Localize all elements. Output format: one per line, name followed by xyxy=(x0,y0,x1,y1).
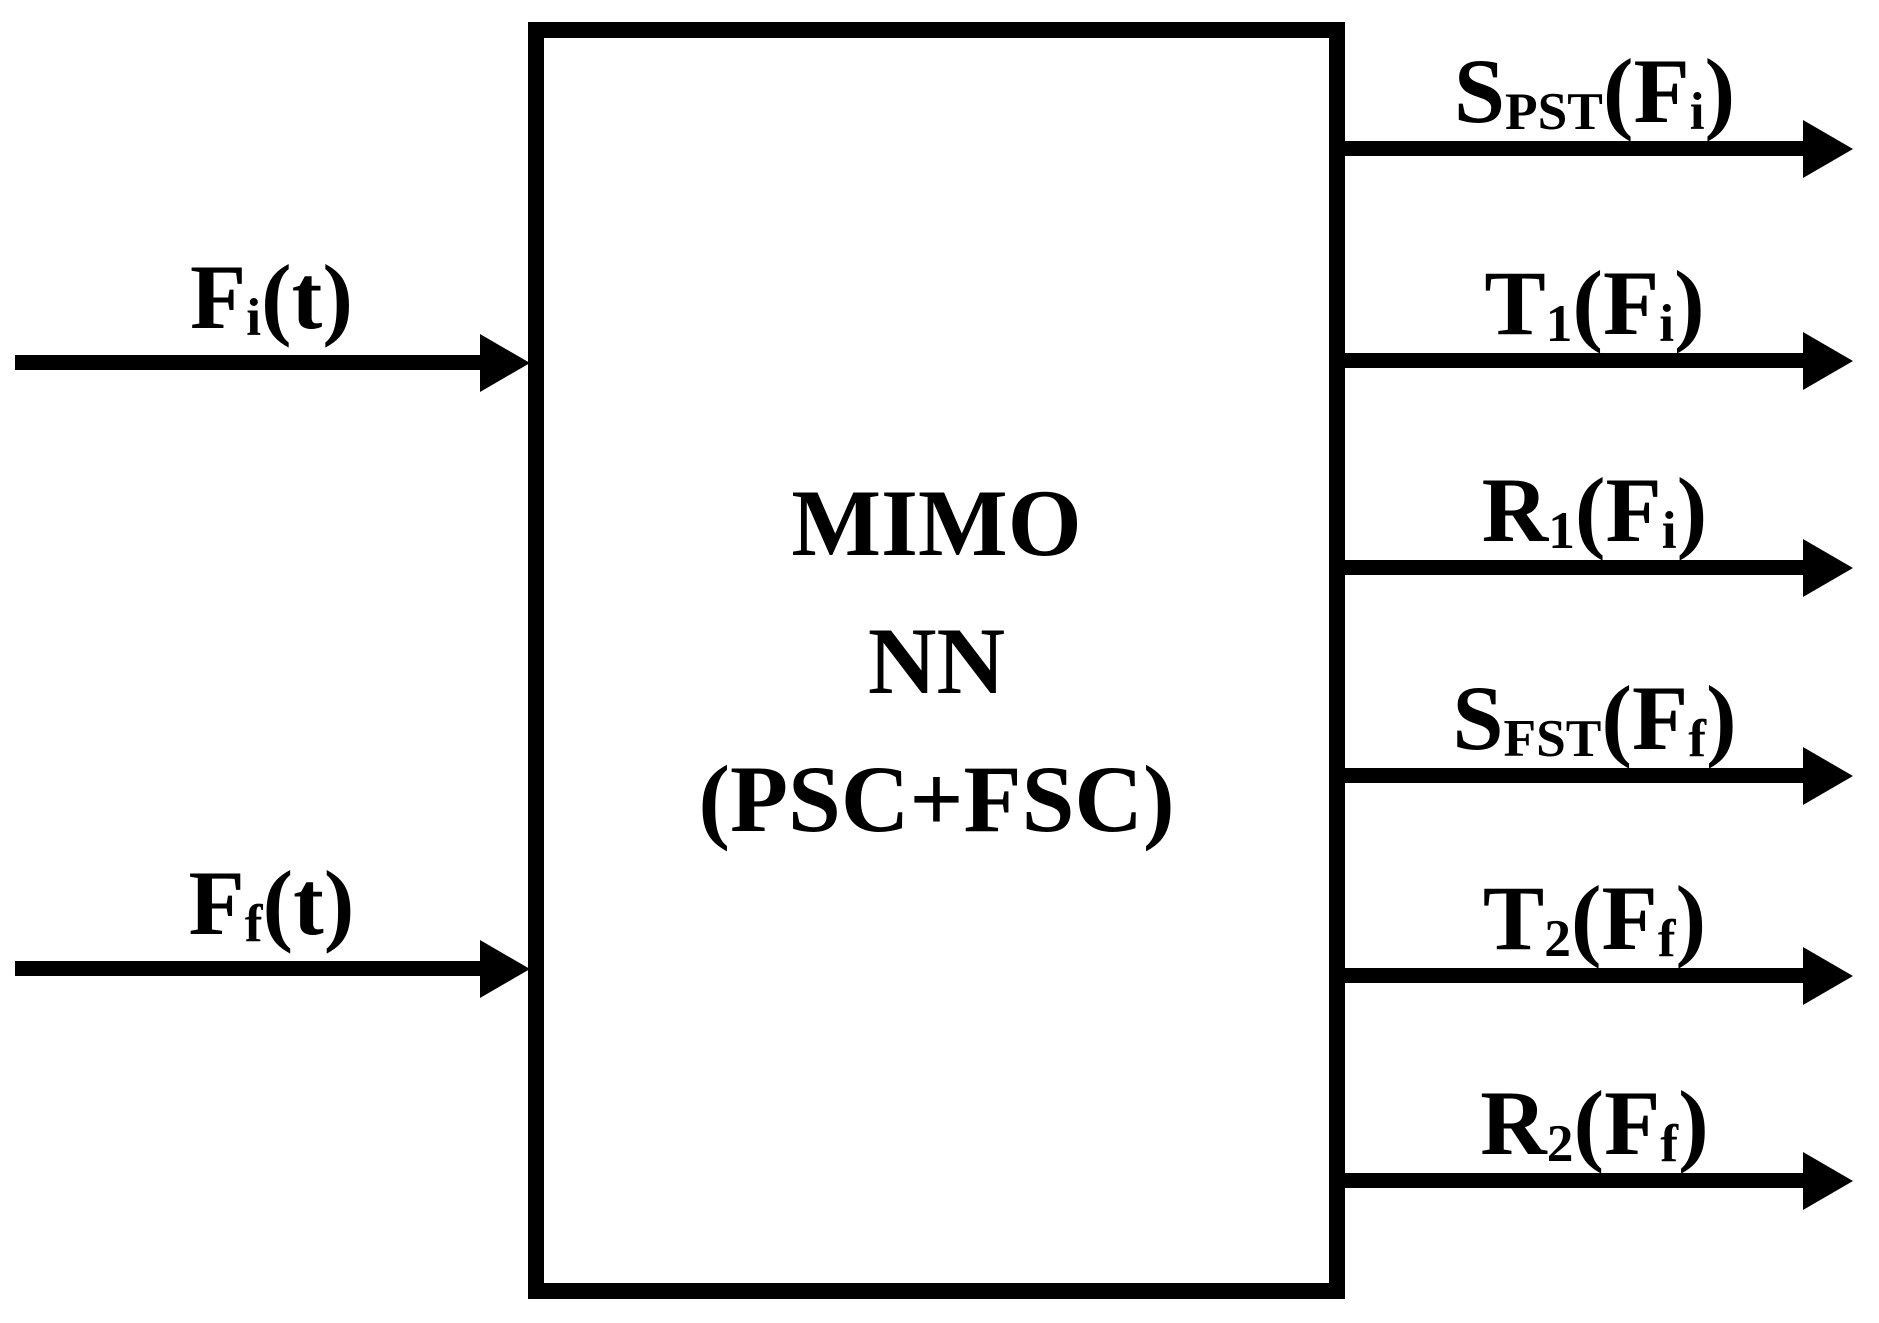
output-sfst-subscript: FST xyxy=(1503,707,1602,768)
output-arrow-spst xyxy=(1332,119,1853,178)
output-r1-subscript: 1 xyxy=(1548,499,1575,560)
output-t1-arg: (F xyxy=(1572,252,1660,354)
output-r1-close: ) xyxy=(1676,459,1708,561)
output-r2-arg-subscript: f xyxy=(1660,1112,1679,1173)
input-ff-subscript: f xyxy=(244,892,263,953)
output-r2-close: ) xyxy=(1678,1072,1709,1174)
block-title-line2: NN xyxy=(867,607,1006,714)
output-spst-arg-subscript: i xyxy=(1689,80,1705,141)
arrowhead-icon xyxy=(480,333,530,392)
output-t2-arg-subscript: f xyxy=(1657,907,1676,968)
output-label-r2: R2(Ff) xyxy=(1336,1073,1853,1173)
output-spst-arg: (F xyxy=(1602,40,1690,142)
output-arrow-t1 xyxy=(1332,331,1853,390)
input-arrow-ff xyxy=(15,939,530,998)
output-label-r1: R1(Fi) xyxy=(1336,460,1853,560)
input-fi-subscript: i xyxy=(246,286,262,347)
output-arrow-r2 xyxy=(1332,1151,1853,1210)
output-r2-arg: (F xyxy=(1573,1072,1661,1174)
input-fi-base: F xyxy=(190,246,247,348)
output-spst-subscript: PST xyxy=(1504,80,1603,141)
arrowhead-icon xyxy=(1803,946,1853,1005)
block-title-line3: (PSC+FSC) xyxy=(698,745,1175,852)
output-sfst-arg-subscript: f xyxy=(1688,707,1707,768)
output-label-t2: T2(Ff) xyxy=(1336,868,1853,968)
output-r2-base: R xyxy=(1480,1072,1547,1174)
arrowhead-icon xyxy=(1803,538,1853,597)
output-arrow-t2 xyxy=(1332,946,1853,1005)
output-sfst-arg: (F xyxy=(1601,667,1689,769)
input-fi-arg: (t) xyxy=(261,246,353,348)
output-r1-arg-subscript: i xyxy=(1661,499,1677,560)
arrowhead-icon xyxy=(480,939,530,998)
output-t2-base: T xyxy=(1482,867,1545,969)
block-title-line1: MIMO xyxy=(791,469,1082,576)
output-t2-close: ) xyxy=(1675,867,1707,969)
output-t1-base: T xyxy=(1484,252,1546,354)
arrowhead-icon xyxy=(1803,746,1853,805)
arrowhead-icon xyxy=(1803,1151,1853,1210)
output-r1-base: R xyxy=(1481,459,1549,561)
output-label-spst: SPST(Fi) xyxy=(1336,41,1853,141)
output-label-sfst: SFST(Ff) xyxy=(1336,668,1853,768)
output-t1-arg-subscript: i xyxy=(1659,292,1675,353)
output-t1-subscript: 1 xyxy=(1545,292,1573,353)
input-arrow-fi xyxy=(15,333,530,392)
output-t1-close: ) xyxy=(1674,252,1705,354)
output-arrow-r1 xyxy=(1332,538,1853,597)
output-label-t1: T1(Fi) xyxy=(1336,253,1853,353)
output-t2-arg: (F xyxy=(1570,867,1658,969)
input-label-ff: Ff(t) xyxy=(15,853,528,953)
input-ff-arg: (t) xyxy=(262,852,355,954)
arrowhead-icon xyxy=(1803,331,1853,390)
output-t2-subscript: 2 xyxy=(1544,907,1571,968)
output-spst-close: ) xyxy=(1704,40,1736,142)
output-r2-subscript: 2 xyxy=(1546,1112,1574,1173)
output-arrow-sfst xyxy=(1332,746,1853,805)
input-ff-base: F xyxy=(188,852,245,954)
mimo-nn-block: MIMO NN (PSC+FSC) xyxy=(528,22,1345,1299)
output-spst-base: S xyxy=(1453,40,1505,142)
output-sfst-base: S xyxy=(1452,667,1504,769)
arrowhead-icon xyxy=(1803,119,1853,178)
output-r1-arg: (F xyxy=(1574,459,1662,561)
input-label-fi: Fi(t) xyxy=(15,247,528,347)
output-sfst-close: ) xyxy=(1706,667,1737,769)
